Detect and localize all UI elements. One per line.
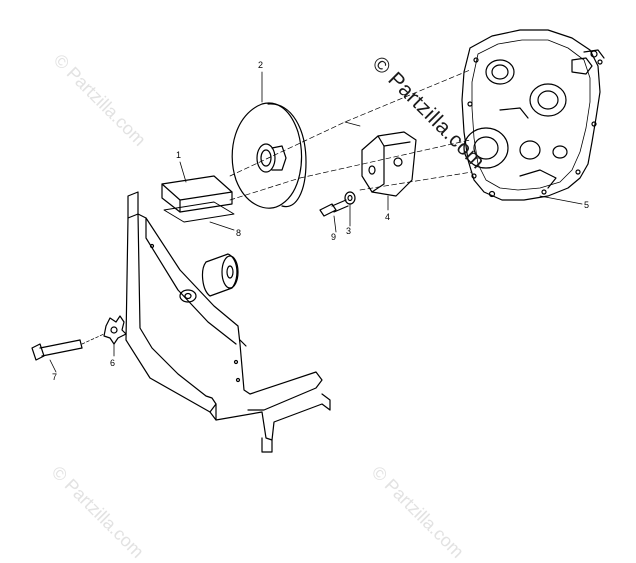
leader-1	[179, 161, 187, 183]
angle-plate	[161, 175, 235, 223]
drive-sheave	[231, 102, 307, 209]
callout-1: 1	[176, 150, 181, 160]
crankcase-housing	[461, 29, 605, 201]
callout-5: 5	[584, 200, 589, 210]
callout-3: 3	[346, 226, 351, 236]
washer-3	[344, 191, 356, 205]
callout-4: 4	[385, 212, 390, 222]
spacer-bushing	[201, 253, 239, 297]
exploded-parts-diagram: 2 1 8 4 3 9 5 6 7	[31, 29, 605, 453]
frame-bracket	[125, 191, 331, 453]
star-washer-6	[103, 315, 127, 345]
callout-6: 6	[110, 358, 115, 368]
bolt-7	[31, 333, 105, 361]
leader-8	[209, 221, 235, 231]
callout-7: 7	[52, 372, 57, 382]
bolt-9	[319, 199, 349, 217]
mounting-bracket	[361, 131, 417, 197]
leader-9	[333, 215, 337, 233]
axis-line-lower	[299, 139, 471, 179]
axis-line-upper	[229, 69, 471, 177]
callout-9: 9	[331, 232, 336, 242]
callout-2: 2	[258, 60, 263, 70]
leader-5	[539, 195, 583, 205]
callout-8: 8	[236, 228, 241, 238]
leader-7	[49, 359, 57, 373]
